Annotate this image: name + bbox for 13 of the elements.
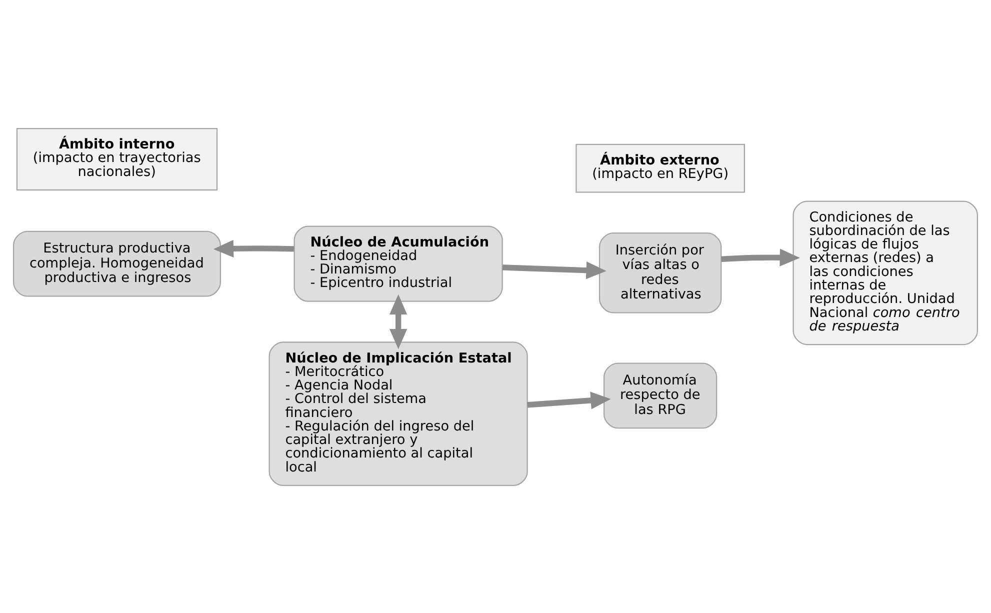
node-box: Núcleo de Acumulación - Endogeneidad - Dinamismo - Epicentro industrial [294, 225, 503, 302]
node-box: Ámbito interno (impacto en trayectorias nacionales) [16, 127, 218, 190]
node-box: Inserción por vías altas o redes alternativas [598, 232, 722, 313]
arrow [390, 294, 408, 349]
node-box: Autonomía respecto de las RPG [603, 362, 718, 428]
node-box: Condiciones de subordinación de las lógicas de flujos externas (redes) a las condiciones internas de reproducción. Unidad Nacional como centro de respuesta [792, 200, 978, 345]
node-box: Estructura productiva compleja. Homogeneidad productiva e ingresos [13, 230, 221, 296]
arrow [527, 391, 611, 409]
arrow [213, 239, 294, 257]
node-box: Núcleo de Implicación Estatal - Meritocrático - Agencia Nodal - Control del sistema financiero - Regulación del ingreso del capital extranjero y condicionamiento al capital local [268, 341, 528, 486]
node-box: Ámbito externo (impacto en REyPG) [576, 143, 745, 192]
arrow [502, 261, 606, 279]
arrow [720, 248, 800, 266]
